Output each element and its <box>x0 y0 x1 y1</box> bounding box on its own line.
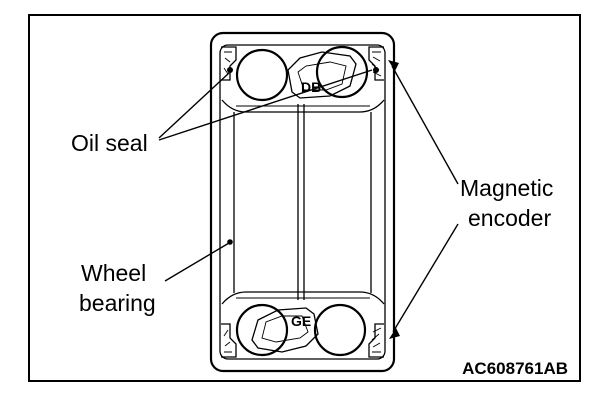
label-wheel-bearing-line1: Wheel <box>81 260 146 286</box>
label-magnetic-encoder-line2: encoder <box>468 205 551 231</box>
leader-lines <box>158 60 459 339</box>
bearing-body <box>209 31 396 373</box>
cage-bottom-mark: GE <box>291 313 311 329</box>
encoder-top-right-teeth <box>371 51 382 77</box>
cage-bottom-inner <box>261 315 309 343</box>
label-oil-seal: Oil seal <box>71 130 148 156</box>
oil-seal-top-left <box>221 46 237 81</box>
top-race-band <box>221 99 385 113</box>
outer-race-bore <box>219 44 386 360</box>
wheel-bearing-leader-dot <box>227 239 233 245</box>
oil-seal-bottom-left <box>221 323 237 358</box>
bottom-ball-row: GE <box>221 303 384 358</box>
oil-seal-leader-2 <box>158 69 373 141</box>
bottom-race-band <box>221 291 385 305</box>
encoder-arrowhead-top <box>388 60 399 71</box>
cage-bottom <box>251 307 319 353</box>
label-magnetic-encoder-line1: Magnetic <box>460 175 553 201</box>
encoder-leader-bottom <box>392 223 459 333</box>
wheel-bearing-leader <box>164 242 230 282</box>
bearing-outer-outline <box>209 31 396 373</box>
ball-top-left <box>235 48 289 102</box>
ball-bottom-left <box>235 303 289 357</box>
encoder-leader-top <box>391 65 459 185</box>
figure-code: AC608761AB <box>462 359 568 378</box>
ball-bottom-right <box>313 303 367 357</box>
encoder-bottom-right-teeth <box>371 327 382 353</box>
oil-seal-leader-1 <box>158 72 230 139</box>
oil-seal-top-left-lip <box>223 51 232 75</box>
top-ball-row: DB <box>221 45 384 102</box>
oil-seal-bottom-left-lip <box>223 329 232 353</box>
encoder-arrowhead-bottom <box>389 328 400 339</box>
label-wheel-bearing-line2: bearing <box>79 290 156 316</box>
encoder-top-right-dot <box>373 67 379 73</box>
encoder-bottom-right <box>368 323 384 358</box>
encoder-top-right <box>368 46 384 81</box>
oil-seal-top-left-dot <box>227 67 233 73</box>
cage-top-inner <box>297 61 347 91</box>
